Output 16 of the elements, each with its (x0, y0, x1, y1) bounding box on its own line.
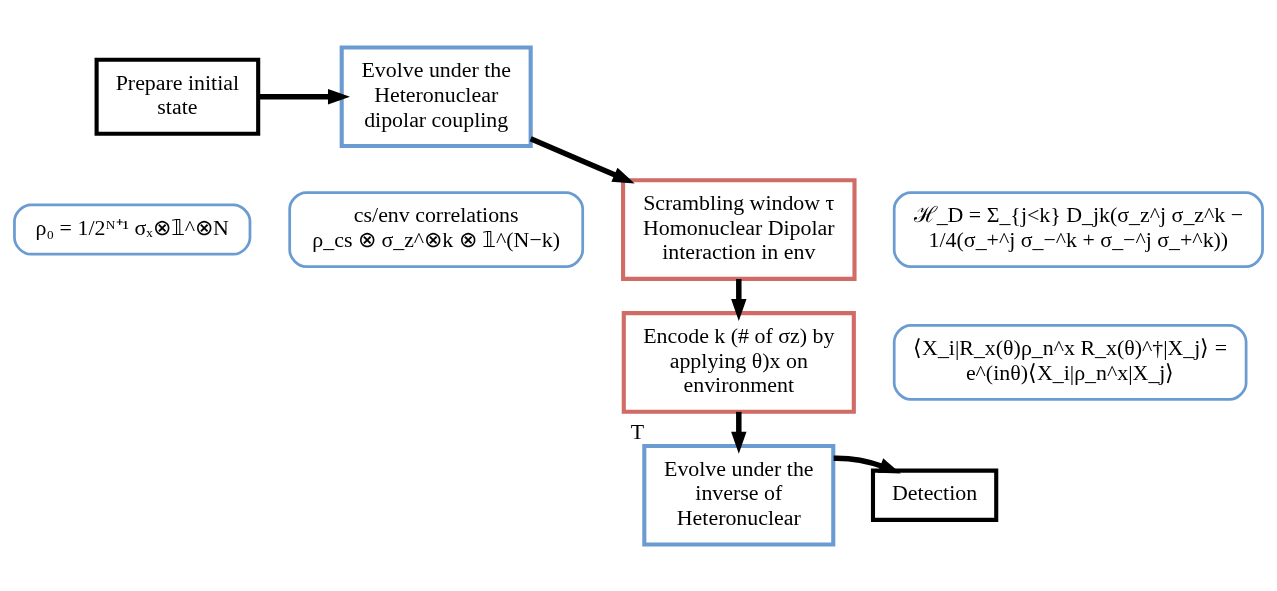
arrow (731, 411, 747, 454)
node-box: ρ₀ = 1/2ᴺ⁺¹ σₓ⊗𝟙^⊗N (13, 203, 252, 256)
node-box: ⟨X_i|R_x(θ)ρ_n^x R_x(θ)^†|X_j⟩ = e^(inθ)⟨X_i|ρ_n^x|X_j⟩ (892, 323, 1248, 401)
node-box: Scrambling window τ Homonuclear Dipolar interaction in env (621, 177, 857, 281)
node-box: Evolve under the Heteronuclear dipolar coupling (339, 44, 533, 148)
node-box: cs/env correlations ρ_cs ⊗ σ_z^⊗k ⊗ 𝟙^(N−k) (288, 190, 585, 268)
node-label: T (630, 418, 645, 444)
node-box: Prepare initial state (94, 57, 261, 136)
arrow (258, 88, 350, 104)
arrow (833, 455, 901, 474)
arrow (529, 135, 635, 183)
node-box: Detection (870, 468, 999, 522)
node-box: Evolve under the inverse of Heteronuclear (642, 443, 836, 547)
node-box: Encode k (# of σz) by applying θ)x on environment (621, 310, 856, 414)
arrow (731, 278, 747, 321)
node-box: ℋ_D = Σ_{j<k} D_jk(σ_z^j σ_z^k − 1/4(σ_+^j σ_−^k + σ_−^j σ_+^k)) (892, 190, 1264, 268)
